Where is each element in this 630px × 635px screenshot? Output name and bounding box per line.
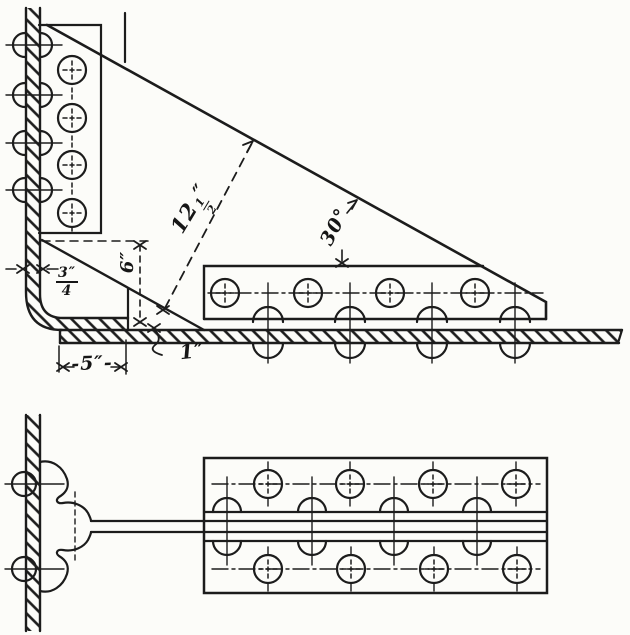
elevation-view — [5, 6, 624, 375]
plan-gusset-rivets — [211, 476, 493, 566]
elevation-gusset — [37, 11, 548, 332]
dimension-label-plate-thickness: 1″ — [178, 337, 206, 365]
plan-wall — [24, 413, 42, 633]
plan-wall-rivets — [4, 470, 65, 583]
plan-gusset-edge — [89, 519, 549, 534]
dimension-label-height: 6″ — [117, 250, 138, 274]
dimension-annotations — [5, 140, 358, 375]
plan-gusset-clip — [38, 460, 93, 593]
plan-view — [4, 413, 549, 633]
plan-plate-rivets — [252, 461, 533, 592]
wall-thickness-fraction: 3″4 — [56, 265, 78, 299]
plan-plate — [202, 456, 549, 595]
elevation-wall-angle — [24, 6, 130, 332]
elevation-base-strip — [202, 264, 548, 364]
elevation-wall-rivets — [5, 31, 63, 204]
dimension-label-wall-thickness: 3″4 — [56, 266, 78, 298]
elevation-base-plate — [58, 328, 624, 345]
elevation-base-strip-rivets — [209, 277, 491, 309]
elevation-vertical-strip-rivets — [56, 54, 88, 233]
dimension-label-base: -5″- — [70, 351, 114, 376]
